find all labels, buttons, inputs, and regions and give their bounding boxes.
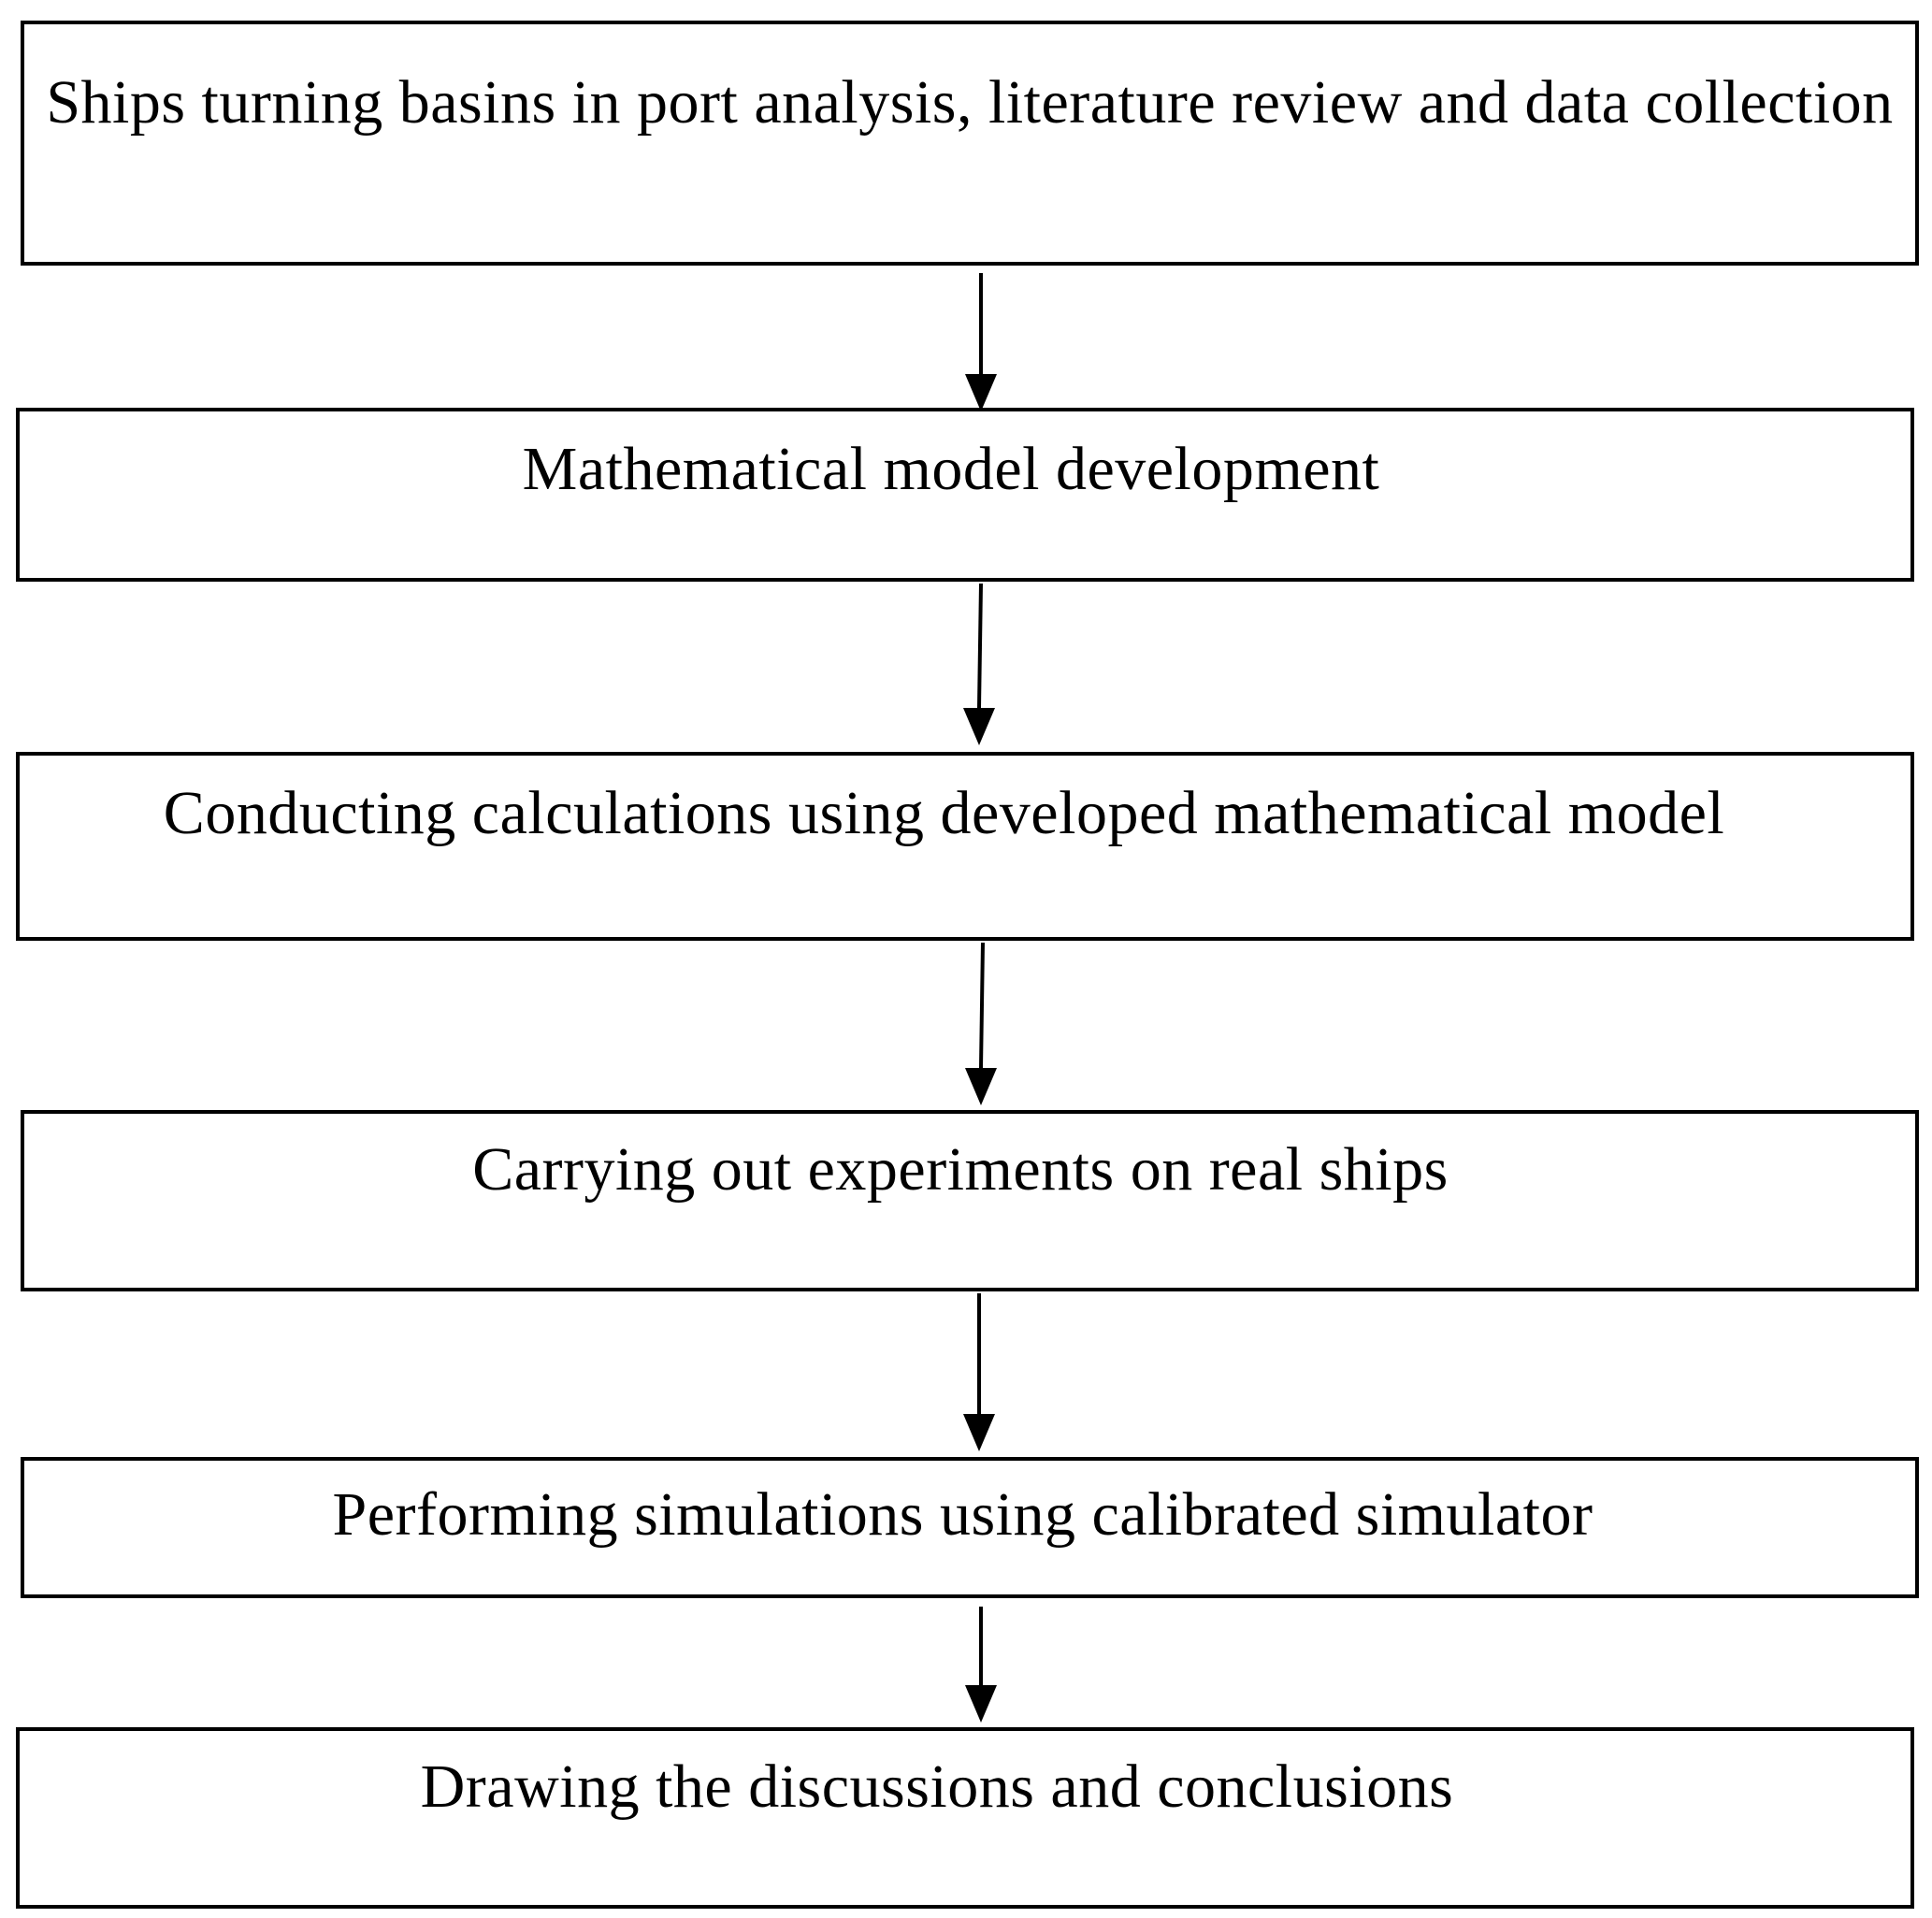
flow-step-2-label: Mathematical model development (522, 435, 1380, 503)
flow-step-6-label: Drawing the discussions and conclusions (420, 1752, 1454, 1821)
flow-step-4-label: Carrying out experiments on real ships (472, 1135, 1449, 1204)
flow-step-2-box: Mathematical model development (16, 408, 1914, 582)
flow-step-3-box: Conducting calculations using developed … (16, 752, 1914, 941)
flow-step-1-label: Ships turning basins in port analysis, l… (46, 68, 1894, 137)
flow-step-6-box: Drawing the discussions and conclusions (16, 1727, 1914, 1909)
arrow-4-to-5 (963, 1293, 995, 1451)
arrow-3-to-4 (965, 942, 997, 1105)
flow-step-1-box: Ships turning basins in port analysis, l… (21, 21, 1919, 266)
flow-step-5-label: Performing simulations using calibrated … (332, 1480, 1593, 1549)
flow-step-5-box: Performing simulations using calibrated … (21, 1457, 1919, 1598)
arrow-5-to-6 (965, 1607, 997, 1723)
arrow-2-to-3 (963, 583, 995, 745)
flow-step-4-box: Carrying out experiments on real ships (21, 1110, 1919, 1291)
arrow-1-to-2 (965, 273, 997, 411)
flow-step-3-label: Conducting calculations using developed … (163, 779, 1725, 847)
